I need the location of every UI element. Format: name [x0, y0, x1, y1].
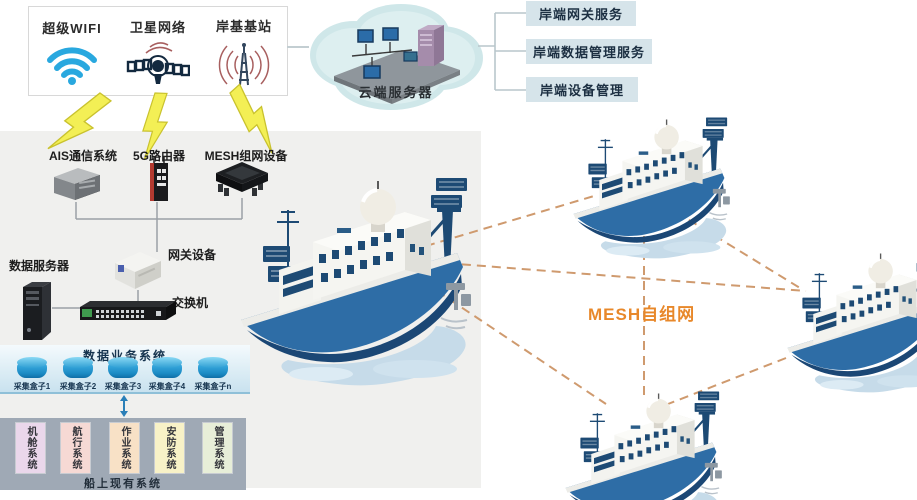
data-business-title: 数据业务系统	[82, 349, 167, 363]
cloud-server-tower	[418, 25, 444, 66]
mesh-network-label: MESH自组网	[588, 305, 696, 324]
gateway-label: 网关设备	[167, 248, 216, 262]
base-station-icon	[216, 39, 272, 87]
collection-box-label: 采集盒子2	[59, 382, 97, 391]
data-exchange-arrow	[120, 395, 128, 417]
mesh-device-icon	[216, 162, 268, 196]
collection-box-cylinder	[63, 357, 93, 378]
switch-icon	[80, 301, 176, 320]
shore-services-connectors	[478, 12, 526, 91]
legacy-systems-title: 船上现有系统	[84, 478, 162, 490]
access-item-satellite: 卫星网络	[120, 17, 196, 86]
satellite-network-label: 卫星网络	[129, 19, 186, 35]
gateway-device-icon	[115, 252, 161, 289]
main-research-ship	[239, 176, 473, 388]
fleet-ship-top	[572, 116, 732, 260]
shore-access-panel: 超级WIFI 卫星网络	[28, 6, 288, 96]
shore-base-station-label: 岸基基站	[215, 18, 272, 34]
cloud-server-label: 云端服务器	[358, 85, 434, 100]
super-wifi-label: 超级WIFI	[42, 20, 102, 36]
5g-router-icon	[150, 156, 168, 201]
wireless-links-lightning	[47, 83, 273, 161]
collection-box-label: 采集盒子1	[13, 382, 51, 391]
link-box-to-cloud	[287, 46, 309, 48]
navigation-system-box: 航行系统	[60, 422, 91, 474]
onboard-connectors	[52, 198, 243, 309]
collection-box-cylinder	[198, 357, 228, 378]
satellite-icon	[126, 40, 190, 86]
data-server-icon	[23, 282, 51, 340]
collection-box-label: 采集盒子n	[194, 382, 232, 391]
wifi-icon	[45, 41, 99, 85]
switch-label: 交换机	[171, 296, 208, 310]
access-item-wifi: 超级WIFI	[34, 18, 110, 85]
ais-device-icon	[54, 168, 100, 200]
fleet-ship-right	[786, 250, 917, 394]
shore-data-mgmt-service-box: 岸端数据管理服务	[526, 39, 652, 64]
collection-box-cylinder	[108, 357, 138, 378]
shore-device-mgmt-box: 岸端设备管理	[526, 77, 638, 102]
cloud-computers	[357, 27, 418, 79]
collection-box-label: 采集盒子4	[148, 382, 186, 391]
mesh-device-label: MESH组网设备	[204, 149, 288, 163]
ais-system-label: AIS通信系统	[48, 149, 117, 163]
access-item-base-station: 岸基基站	[206, 16, 282, 87]
5g-router-label: 5G路由器	[132, 149, 185, 163]
engine-room-system-box: 机舱系统	[15, 422, 46, 474]
shore-gateway-service-box: 岸端网关服务	[526, 1, 636, 26]
operation-system-box: 作业系统	[109, 422, 140, 474]
fleet-ship-bottom	[564, 390, 724, 500]
cloud-server-illustration	[306, 0, 486, 115]
collection-box-cylinder	[152, 357, 182, 378]
data-server-label: 数据服务器	[8, 259, 69, 273]
collection-box-cylinder	[17, 357, 47, 378]
management-system-box: 管理系统	[202, 422, 233, 474]
security-system-box: 安防系统	[154, 422, 185, 474]
collection-box-label: 采集盒子3	[104, 382, 142, 391]
